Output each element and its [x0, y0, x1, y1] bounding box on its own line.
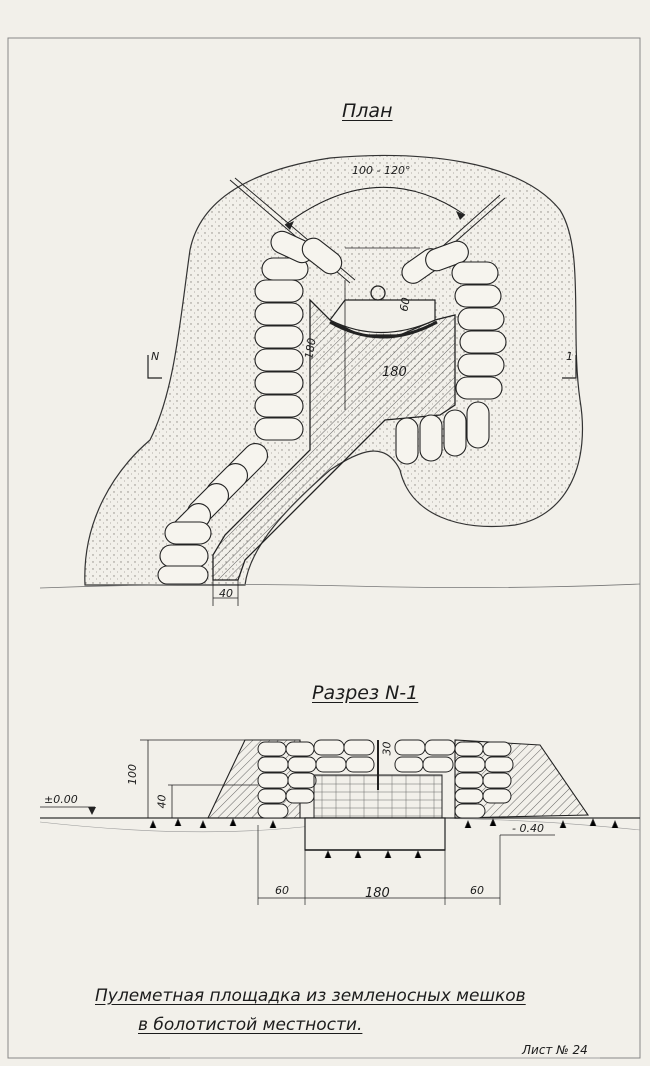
trench-floor	[212, 298, 456, 581]
sandbags-right	[395, 240, 507, 465]
sandbags-left	[254, 230, 343, 441]
section-dim-60-right: 60	[470, 884, 484, 897]
section-dim-40: 40	[155, 794, 169, 809]
plan-dim-60: 60	[397, 296, 413, 313]
platform-arc	[329, 320, 438, 339]
plan-dim-40: 40	[219, 587, 233, 600]
plan-dim-180: 180	[382, 365, 407, 380]
cut-mark-right-label: 1	[566, 350, 573, 363]
pit	[304, 817, 446, 851]
caption-line-2: в болотистой местности.	[138, 1015, 363, 1035]
section-dim-30: 30	[380, 741, 394, 756]
level-zero: ±0.00	[44, 793, 78, 806]
sandbags-diagonal	[157, 442, 269, 585]
plan-view	[39, 154, 641, 606]
plan-title: План	[342, 100, 393, 122]
section-view	[39, 739, 641, 905]
cut-mark-right	[562, 355, 577, 379]
section-dim-60-left: 60	[275, 884, 289, 897]
sheet-number: Лист № 24	[522, 1043, 588, 1057]
sector-arc	[284, 186, 466, 226]
cut-mark-left	[147, 355, 162, 379]
grass-marks	[149, 817, 619, 859]
section-dim-180: 180	[365, 886, 390, 901]
cut-mark-left-label: N	[151, 350, 160, 363]
gun-position-circle	[370, 285, 386, 301]
level-minus: - 0.40	[512, 822, 544, 835]
ground-line	[39, 583, 641, 589]
angle-label: 100 - 120°	[352, 164, 411, 177]
caption-line-1: Пулеметная площадка из земленосных мешко…	[95, 986, 526, 1006]
section-sandbags	[257, 739, 514, 819]
section-dim-100: 100	[126, 764, 139, 785]
section-title: Разрез N-1	[312, 682, 419, 704]
